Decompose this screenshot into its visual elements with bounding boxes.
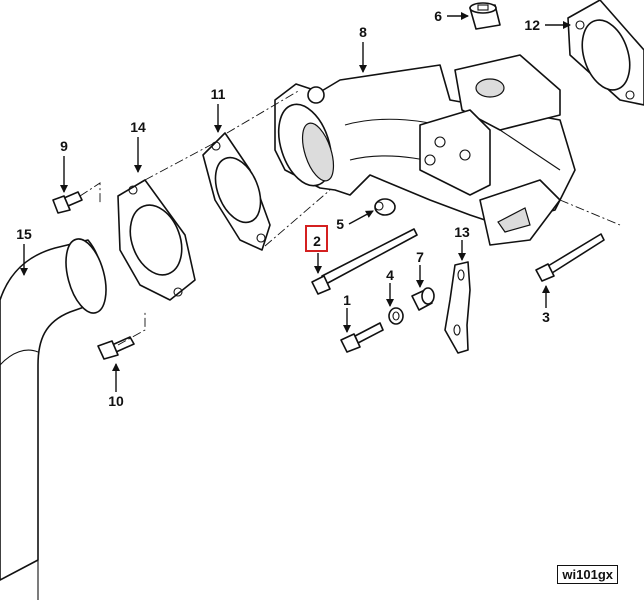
- gasket: [202, 132, 271, 251]
- callout-1: 1: [343, 292, 351, 308]
- bolt-small: [52, 191, 83, 214]
- callout-7: 7: [416, 249, 424, 265]
- callout-13: 13: [454, 224, 470, 240]
- callout-labels: 6 12 8 11 14 9 15 5 2 13 7 4 1 3 10: [16, 8, 550, 409]
- callout-12: 12: [524, 17, 540, 33]
- reference-code: wi101gx: [557, 565, 618, 584]
- callout-10: 10: [108, 393, 124, 409]
- long-bolt-rear: [535, 233, 605, 282]
- callout-4: 4: [386, 267, 394, 283]
- callout-8: 8: [359, 24, 367, 40]
- bushing: [374, 198, 396, 216]
- callout-11: 11: [211, 86, 226, 102]
- long-bolt: [311, 228, 418, 295]
- washer: [388, 307, 404, 325]
- gasket-large: [567, 0, 644, 106]
- plug: [469, 2, 501, 30]
- callout-5: 5: [336, 216, 344, 232]
- callout-14: 14: [130, 119, 146, 135]
- callout-9: 9: [60, 138, 68, 154]
- flange-gasket: [117, 179, 196, 301]
- spacer: [411, 287, 435, 311]
- short-bolt: [340, 322, 384, 353]
- callout-2: 2: [313, 233, 321, 249]
- callout-3: 3: [542, 309, 550, 325]
- callout-15: 15: [16, 226, 32, 242]
- leader-lines: [20, 12, 571, 392]
- housing: [274, 54, 576, 246]
- bolt-lower: [97, 336, 135, 360]
- highlight-box: [305, 225, 328, 252]
- elbow-pipe: [0, 238, 107, 600]
- assembly-lines: [79, 89, 621, 346]
- bracket: [444, 261, 471, 354]
- callout-6: 6: [434, 8, 442, 24]
